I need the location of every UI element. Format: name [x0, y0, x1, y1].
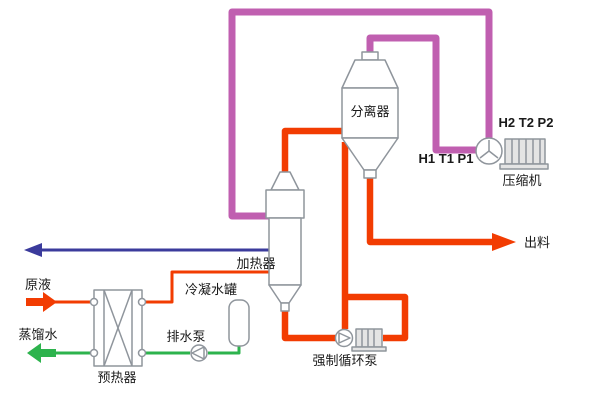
label-compressor-outlet-tags: H2 T2 P2 [499, 115, 554, 130]
separator-top-nozzle [361, 51, 379, 61]
vapor-line-compressor-to-heater [228, 8, 493, 220]
label-distilled-water: 蒸馏水 [18, 327, 57, 342]
compressor-base [499, 163, 549, 170]
label-drain-pump: 排水泵 [166, 329, 205, 344]
heater-top-section [265, 189, 305, 219]
heater-bottom-cone [268, 284, 302, 304]
circulation-pump-motor [355, 328, 383, 348]
compressor-blade-2 [479, 150, 490, 159]
heater-vessel [265, 171, 305, 312]
line-pump-to-heater [281, 301, 343, 342]
forced-circulation-pump-symbol [334, 328, 387, 352]
separator-bottom-cone [341, 137, 399, 171]
compressor-symbol [475, 137, 549, 170]
label-raw-liquid: 原液 [25, 277, 51, 292]
vacuum-arrow [24, 243, 42, 257]
drain-pump-impeller [191, 346, 205, 360]
preheater-cross-2 [103, 289, 133, 367]
label-preheater: 预热器 [97, 370, 136, 385]
heater-body [268, 217, 302, 286]
preheater-port-top-left [89, 297, 99, 307]
heater-bottom-nozzle [280, 302, 290, 312]
line-pump-bypass-loop [345, 293, 409, 342]
compressor-motor [504, 138, 546, 165]
circulation-pump-impeller [338, 332, 351, 344]
diagram-labels: 原液 蒸馏水 预热器 排水泵 冷凝水罐 加热器 分离器 强制循环泵 压缩机 H1… [18, 104, 553, 385]
vapor-lines [228, 8, 493, 220]
label-separator: 分离器 [350, 104, 389, 119]
line-preheater-to-heater [139, 270, 269, 304]
drain-pump-symbol [190, 344, 208, 362]
equipment [89, 51, 549, 367]
label-discharge: 出料 [524, 235, 550, 250]
label-compressor: 压缩机 [502, 173, 541, 188]
line-tank-to-drain-pump [208, 344, 241, 355]
separator-vessel [341, 51, 399, 179]
separator-bottom-nozzle [363, 169, 377, 179]
line-separator-to-discharge [366, 170, 494, 246]
label-compressor-inlet-tags: H1 T1 P1 [419, 151, 474, 166]
vapor-line-separator-to-compressor [366, 34, 477, 154]
raw-liquid-arrow [26, 292, 57, 312]
label-forced-circulation-pump: 强制循环泵 [312, 353, 377, 368]
preheater-port-bottom-left [89, 348, 99, 358]
separator-top-cone [341, 59, 399, 89]
condensate-tank-vessel [228, 299, 250, 347]
drain-pump-casing [190, 344, 208, 362]
distilled-water-arrow [27, 343, 56, 363]
condensate-lines [54, 344, 241, 355]
compressor-blade-3 [488, 150, 499, 159]
line-heater-to-separator [281, 127, 345, 178]
heater-top-cone [270, 171, 300, 191]
preheater-port-bottom-right [137, 348, 147, 358]
label-heater: 加热器 [236, 256, 275, 271]
label-condensate-tank: 冷凝水罐 [185, 282, 237, 297]
discharge-arrow [492, 233, 516, 251]
preheater-exchanger [89, 289, 147, 367]
circulation-lines [281, 127, 494, 342]
circulation-pump-base [351, 346, 387, 352]
preheater-port-top-right [137, 297, 147, 307]
